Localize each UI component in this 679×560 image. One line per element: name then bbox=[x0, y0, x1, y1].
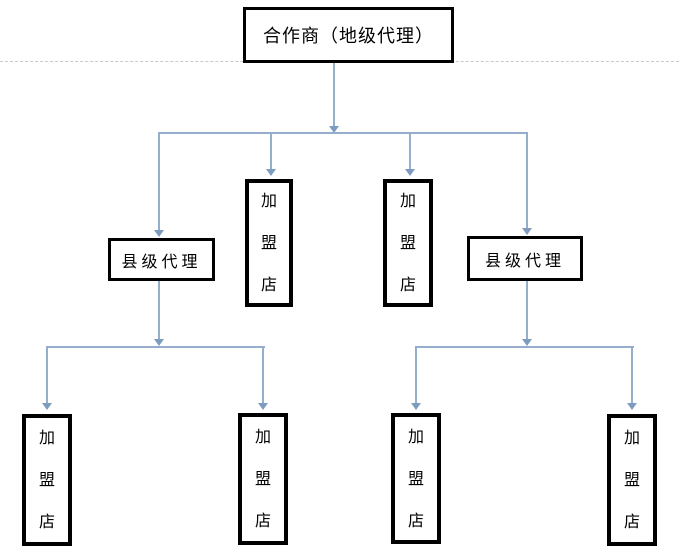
node-label: 县级代理 bbox=[121, 251, 202, 271]
arrowhead-down-icon bbox=[329, 126, 339, 133]
connector-line bbox=[47, 346, 265, 348]
node-county-agent-left: 县级代理 bbox=[108, 238, 215, 281]
node-franchise-store-bottom-2: 加盟店 bbox=[238, 413, 288, 545]
arrowhead-down-icon bbox=[411, 403, 421, 410]
arrowhead-down-icon bbox=[266, 169, 276, 176]
arrowhead-down-icon bbox=[258, 403, 268, 410]
node-partner-prefecture-agent: 合作商（地级代理） bbox=[243, 7, 454, 63]
connector-line bbox=[409, 132, 411, 170]
node-franchise-store-mid-1: 加盟店 bbox=[245, 179, 293, 307]
node-label: 加盟店 bbox=[623, 428, 640, 531]
node-label: 县级代理 bbox=[484, 250, 565, 270]
node-label: 加盟店 bbox=[399, 191, 416, 294]
node-county-agent-right: 县级代理 bbox=[467, 236, 583, 281]
node-label: 合作商（地级代理） bbox=[263, 26, 434, 47]
node-franchise-store-bottom-4: 加盟店 bbox=[607, 414, 657, 546]
arrowhead-down-icon bbox=[522, 228, 532, 235]
node-label: 加盟店 bbox=[260, 191, 277, 294]
connector-line bbox=[631, 346, 633, 404]
connector-line bbox=[158, 281, 160, 340]
connector-line bbox=[158, 132, 528, 134]
arrowhead-down-icon bbox=[42, 403, 52, 410]
connector-line bbox=[416, 346, 634, 348]
connector-line bbox=[415, 346, 417, 404]
node-label: 加盟店 bbox=[38, 428, 55, 531]
arrowhead-down-icon bbox=[154, 339, 164, 346]
connector-line bbox=[526, 132, 528, 229]
connector-line bbox=[262, 346, 264, 404]
arrowhead-down-icon bbox=[154, 230, 164, 237]
node-label: 加盟店 bbox=[407, 426, 424, 530]
node-label: 加盟店 bbox=[254, 427, 271, 530]
arrowhead-down-icon bbox=[522, 339, 532, 346]
connector-line bbox=[333, 63, 335, 126]
connector-line bbox=[158, 132, 160, 231]
connector-line bbox=[270, 132, 272, 170]
node-franchise-store-bottom-3: 加盟店 bbox=[391, 413, 441, 544]
arrowhead-down-icon bbox=[627, 403, 637, 410]
arrowhead-down-icon bbox=[405, 169, 415, 176]
connector-line bbox=[46, 346, 48, 404]
node-franchise-store-mid-2: 加盟店 bbox=[383, 179, 433, 307]
node-franchise-store-bottom-1: 加盟店 bbox=[22, 414, 72, 546]
connector-line bbox=[526, 281, 528, 340]
